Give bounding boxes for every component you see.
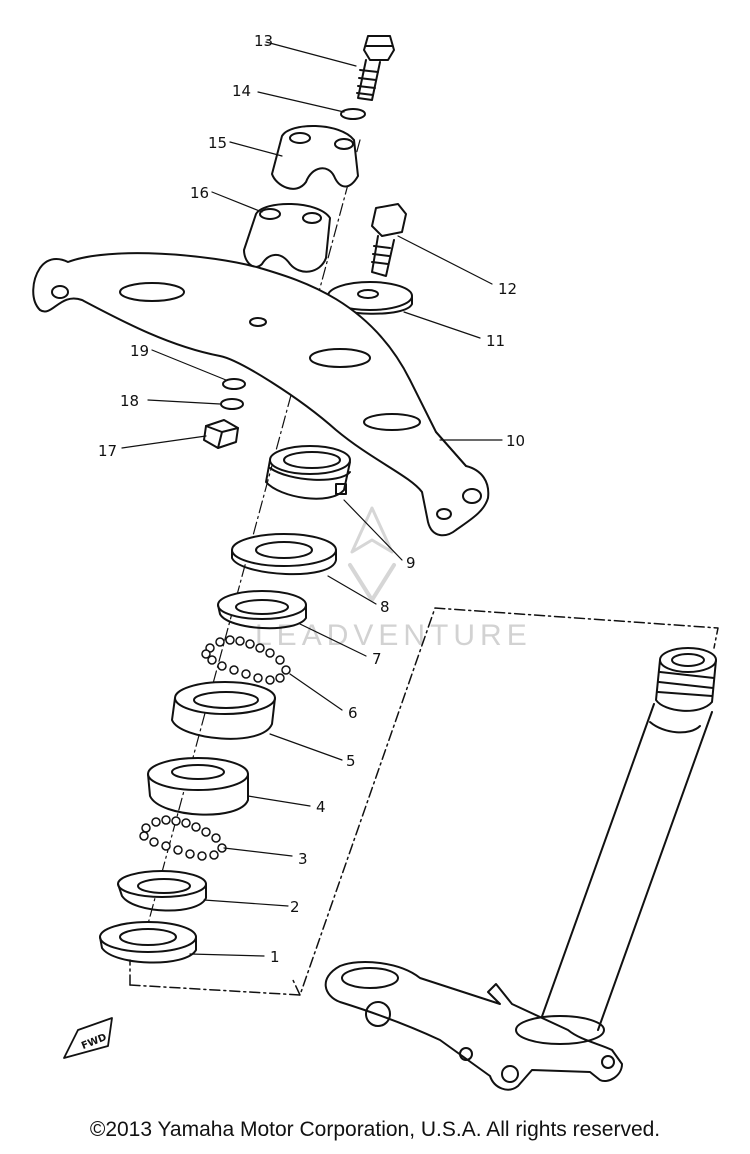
callout-4: 4: [316, 798, 326, 816]
callout-18: 18: [120, 392, 139, 410]
callout-16: 16: [190, 184, 209, 202]
watermark: LEADVENTURE: [255, 506, 527, 652]
callouts: 13 14 15 16 12 11 19 18 17 10 9 8 7 6 5 …: [98, 32, 525, 966]
fwd-arrow: FWD: [63, 1017, 113, 1059]
callout-9: 9: [406, 554, 416, 572]
callout-14: 14: [232, 82, 251, 100]
callout-7: 7: [372, 650, 382, 668]
callout-11: 11: [486, 332, 505, 350]
part-18-washer: [220, 398, 244, 410]
callout-17: 17: [98, 442, 117, 460]
callout-6: 6: [348, 704, 358, 722]
callout-5: 5: [346, 752, 356, 770]
callout-15: 15: [208, 134, 227, 152]
part-16-lower-holder: [243, 203, 331, 307]
part-6-ball-bearings: [201, 635, 291, 685]
callout-2: 2: [290, 898, 300, 916]
part-17-nut: [203, 419, 239, 449]
assembly-frame: [129, 607, 719, 996]
callout-19: 19: [130, 342, 149, 360]
callout-8: 8: [380, 598, 390, 616]
copyright-notice: ©2013 Yamaha Motor Corporation, U.S.A. A…: [89, 1118, 661, 1141]
callout-13: 13: [254, 32, 273, 50]
part-8-dust-seal: [231, 533, 337, 576]
part-2-bearing-race: [117, 870, 207, 912]
steering-stem: [324, 647, 717, 1091]
part-4-cone-race: [147, 757, 249, 816]
part-12-bolt: [371, 203, 407, 277]
callout-10: 10: [506, 432, 525, 450]
part-15-upper-holder: [271, 125, 359, 190]
part-1-dust-seal: [99, 921, 197, 964]
part-19-washer: [222, 378, 246, 390]
part-13-bolt: [356, 35, 395, 101]
part-9-ring-nut: [265, 445, 351, 500]
part-3-ball-bearings: [139, 815, 227, 861]
part-5-cone-race: [171, 681, 276, 740]
leader-lines: [121, 41, 503, 957]
callout-3: 3: [298, 850, 308, 868]
part-14-washer: [340, 108, 366, 120]
callout-1: 1: [270, 948, 280, 966]
part-10-handle-crown: [32, 252, 490, 537]
part-7-bearing-race: [217, 590, 307, 630]
callout-12: 12: [498, 280, 517, 298]
